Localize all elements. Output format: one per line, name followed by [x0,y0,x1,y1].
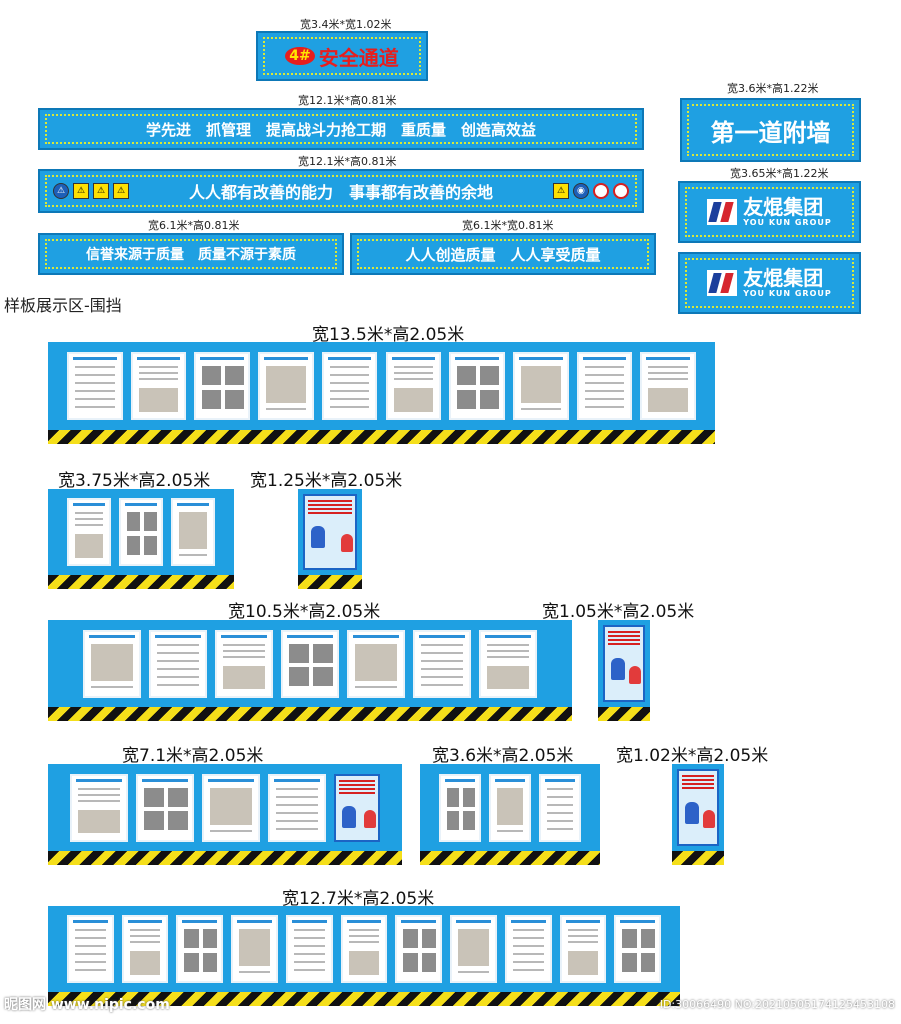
safety-warning-sign-icon: ⚠◉ [552,183,629,199]
slogan-banner-4: 人人创造质量 人人享受质量 [350,233,656,275]
logo-chinese-name: 友焜集团 [743,266,824,290]
display-panel [449,352,505,420]
logo-english-name: YOU KUN GROUP [743,289,832,298]
banner-text: 人人都有改善的能力 事事都有改善的余地 [188,183,493,202]
company-logo-icon [707,270,738,296]
display-panel [121,915,169,983]
display-panel [439,773,481,842]
display-panel [149,629,207,698]
display-panel [321,352,378,420]
dim-label: 宽1.25米*高2.05米 [250,471,403,491]
slogan-banner-1: 学先进 抓管理 提高战斗力抢工期 重质量 创造高效益 [38,108,644,150]
dim-label: 宽3.6米*高2.05米 [432,746,574,766]
dim-label: 宽12.1米*高0.81米 [298,94,397,107]
dim-label: 宽3.75米*高2.05米 [58,471,211,491]
dim-label: 宽12.1米*高0.81米 [298,155,397,168]
display-panel [576,352,633,420]
display-panel [258,352,314,420]
dim-label: 宽10.5米*高2.05米 [228,602,381,622]
display-board [298,489,362,589]
display-panel [194,352,251,420]
safety-warning-sign-icon: ⚠⚠⚠⚠ [53,183,129,199]
display-panel [267,773,326,842]
company-logo-sign-1: 友焜集团 YOU KUN GROUP [678,181,861,243]
display-board [672,764,724,865]
display-panel [67,498,111,566]
display-panel [385,352,442,420]
display-panel [640,352,696,420]
dim-label: 宽3.4米*宽1.02米 [300,18,392,31]
display-panel [171,498,215,566]
banner-text: 人人创造质量 人人享受质量 [405,245,601,264]
banner-text: 第一道附墙 [710,118,831,147]
slogan-banner-3: 信誉来源于质量 质量不源于素质 [38,233,344,275]
dim-label: 宽7.1米*高2.05米 [122,746,264,766]
display-panel [83,629,141,698]
banner-text: 信誉来源于质量 质量不源于素质 [86,247,296,263]
first-wall-sign: 第一道附墙 [680,98,861,162]
display-board [48,342,715,444]
dim-label: 宽12.7米*高2.05米 [282,889,435,909]
display-panel [340,915,388,983]
display-board [48,620,572,721]
dim-label: 宽13.5米*高2.05米 [312,325,465,345]
dim-label: 宽6.1米*宽0.81米 [462,219,554,232]
company-logo-icon [707,199,738,225]
display-panel [281,629,339,698]
display-panel [395,915,443,983]
display-panel [489,773,531,842]
display-panel [215,629,273,698]
display-panel [504,915,552,983]
display-panel [69,773,128,842]
safety-poster [603,625,645,702]
slogan-banner-2: ⚠⚠⚠⚠ 人人都有改善的能力 事事都有改善的余地 ⚠◉ [38,169,644,213]
display-panel [285,915,333,983]
banner-text: 学先进 抓管理 提高战斗力抢工期 重质量 创造高效益 [145,120,536,139]
display-panel [231,915,278,983]
safety-passage-banner: 4# 安全通道 [256,31,428,81]
display-board [598,620,650,721]
safety-poster [677,769,719,846]
display-board [48,764,402,865]
passage-number-badge: 4# [285,47,315,65]
banner-text: 安全通道 [318,45,399,70]
dim-label: 宽3.6米*高1.22米 [727,82,819,95]
display-panel [413,629,471,698]
logo-chinese-name: 友焜集团 [743,195,824,219]
safety-poster [303,494,357,570]
company-logo-sign-2: 友焜集团 YOU KUN GROUP [678,252,861,314]
display-panel [130,352,187,420]
display-board [420,764,600,865]
display-panel [67,915,114,983]
display-board [48,489,234,589]
dim-label: 宽1.02米*高2.05米 [616,746,769,766]
watermark-right: ID:30066490 NO:20210505174125453108 [659,998,895,1011]
display-panel [512,352,569,420]
dim-label: 宽3.65米*高1.22米 [730,167,829,180]
dim-label: 宽1.05米*高2.05米 [542,602,695,622]
display-panel [559,915,607,983]
display-panel [347,629,405,698]
logo-english-name: YOU KUN GROUP [743,218,832,227]
display-panel [539,773,581,842]
display-panel [67,352,123,420]
safety-poster [333,773,381,842]
display-panel [614,915,661,983]
display-panel [176,915,224,983]
display-panel [201,773,260,842]
watermark-left: 昵图网 www.nipic.com [4,997,170,1013]
display-panel [479,629,537,698]
display-board [48,906,680,1006]
section-title: 样板展示区-围挡 [4,296,122,315]
dim-label: 宽6.1米*高0.81米 [148,219,240,232]
display-panel [135,773,194,842]
display-panel [119,498,163,566]
display-panel [450,915,497,983]
